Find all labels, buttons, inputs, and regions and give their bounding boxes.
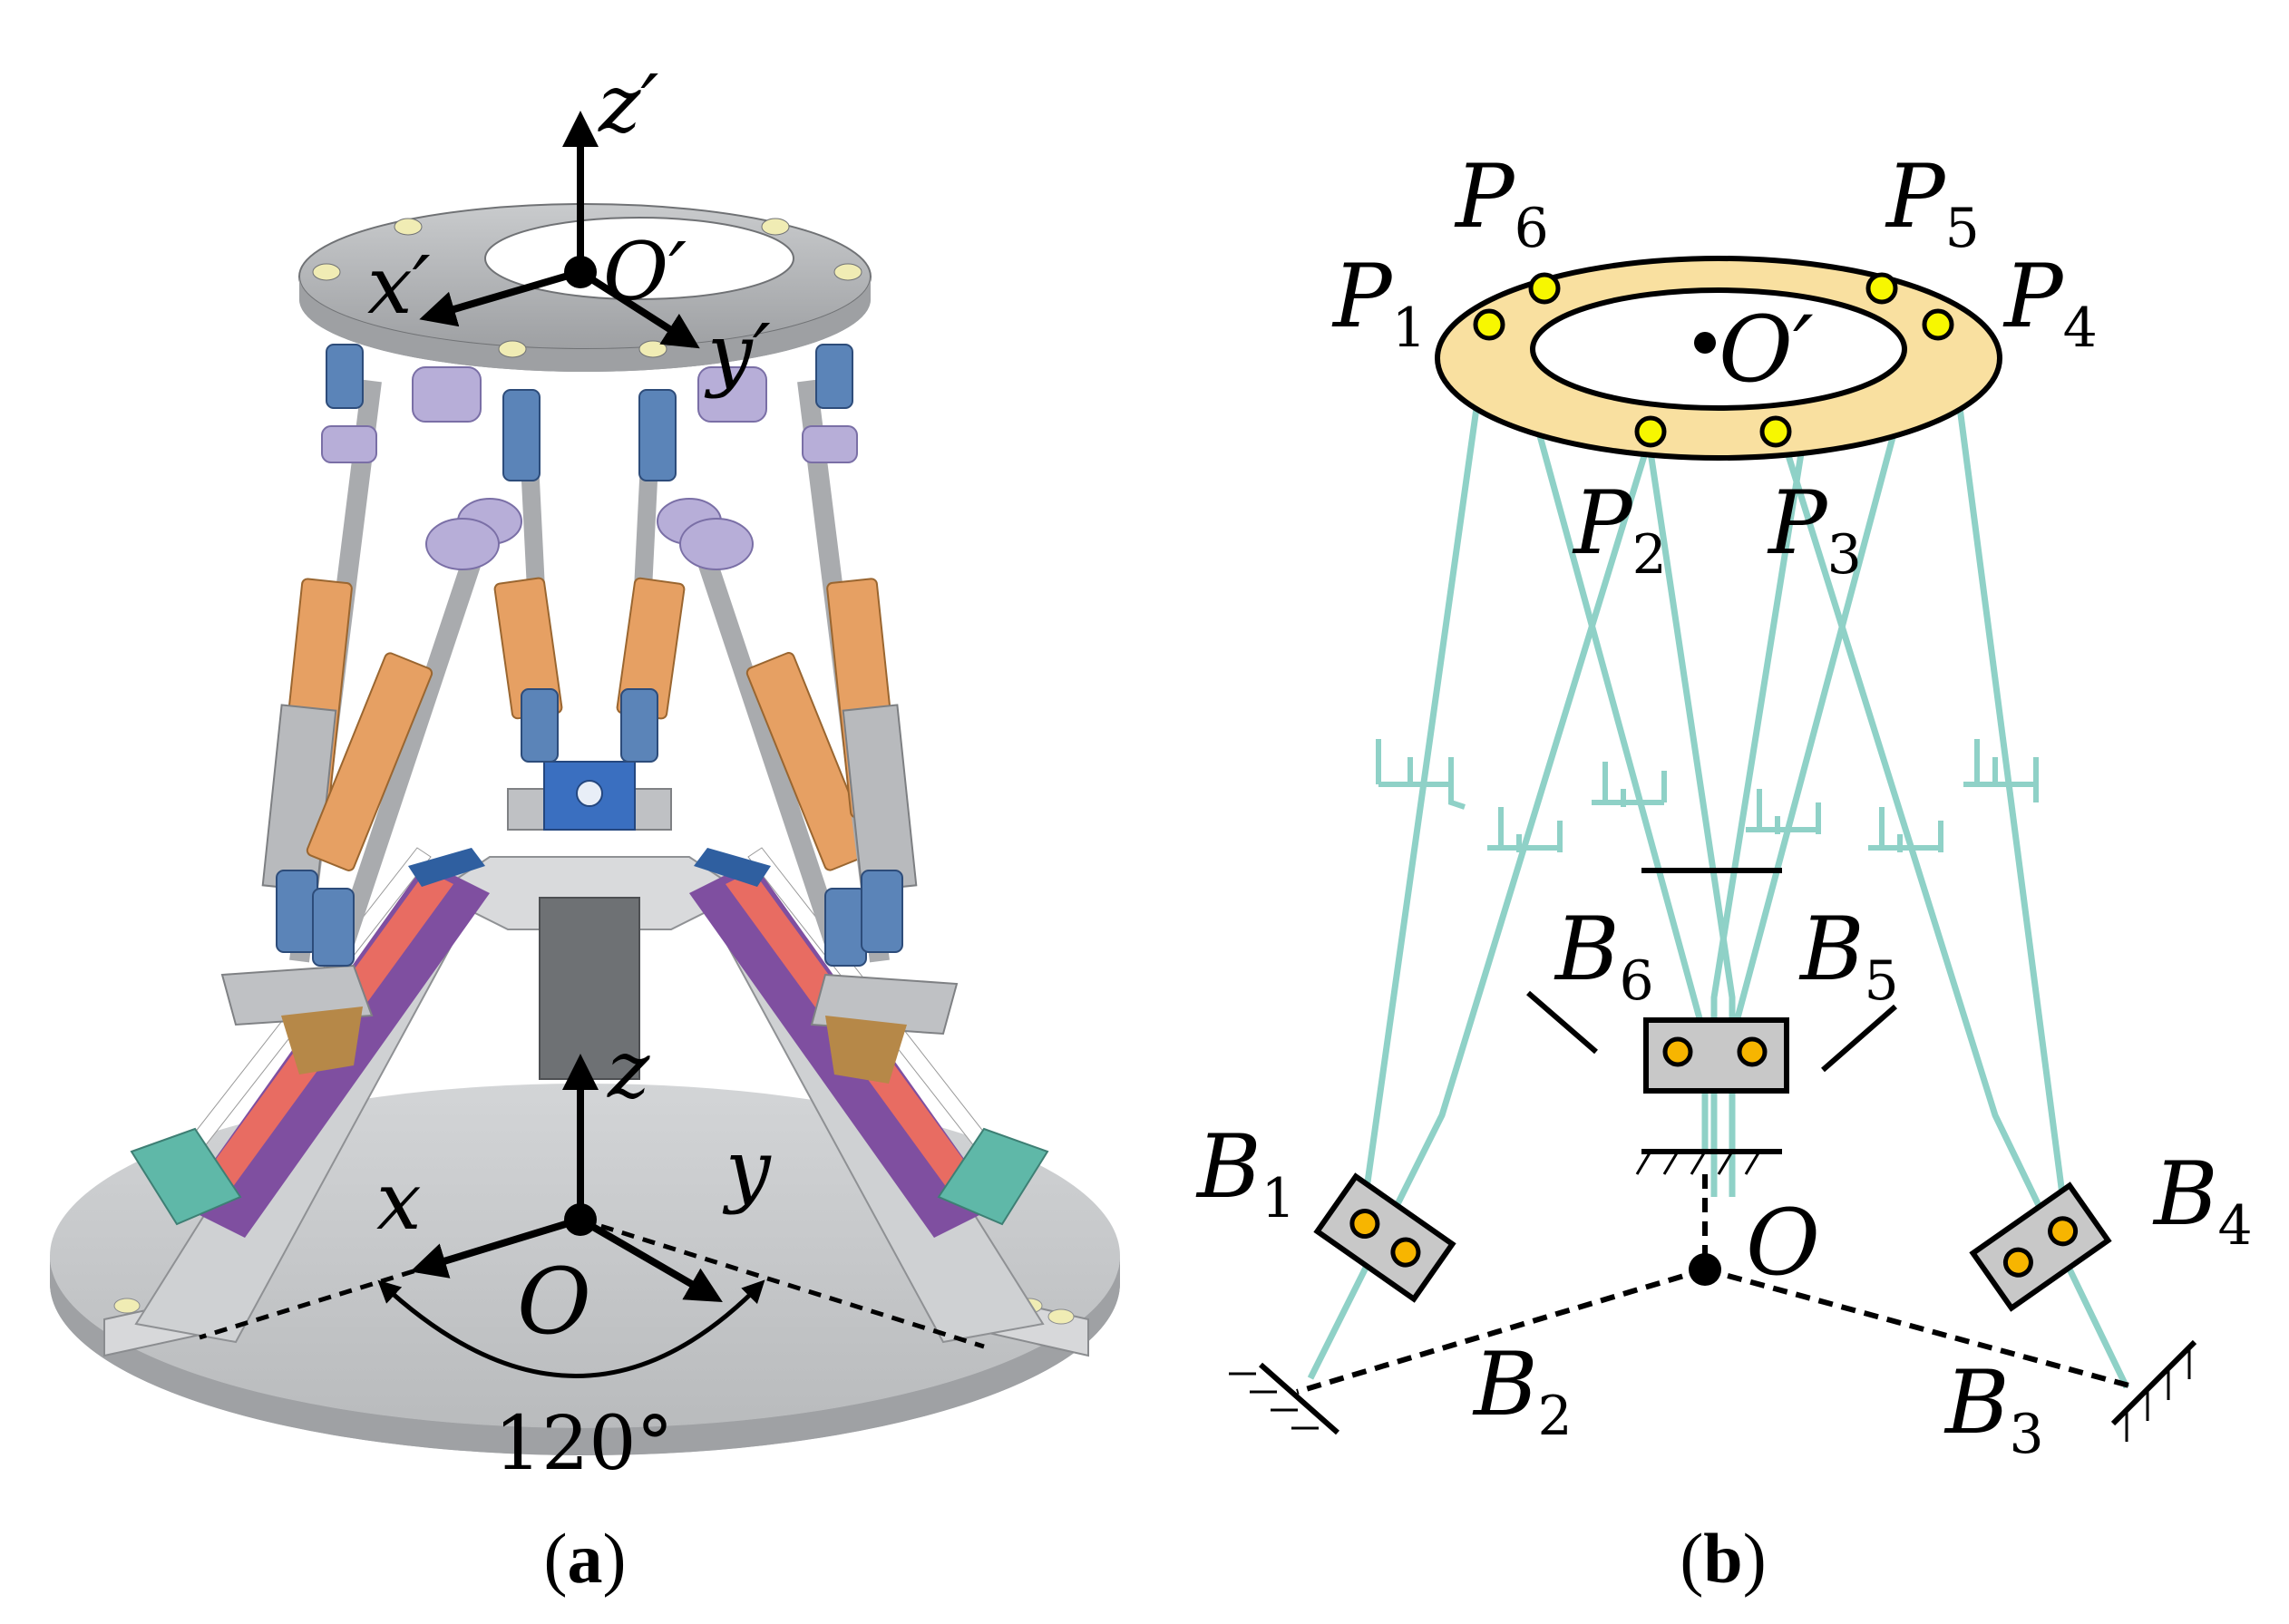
label-x-prime-top: x′ <box>367 238 431 332</box>
label-x-base: x <box>376 1154 422 1248</box>
slider-b1 <box>1313 1172 1456 1303</box>
label-b5: B5 <box>1798 899 1899 1013</box>
label-o-prime: O′ <box>1719 297 1814 403</box>
label-origin-base: O <box>517 1249 591 1355</box>
caption-b: (b) <box>1680 1519 1766 1598</box>
slider-carriage-right <box>810 973 959 1084</box>
label-b1: B1 <box>1195 1116 1296 1230</box>
actuator-legs <box>261 344 918 967</box>
label-y-base: y <box>722 1123 772 1216</box>
slider-carriage-center <box>507 761 672 831</box>
label-z-base: z <box>607 1023 650 1116</box>
label-z-prime-top: z′ <box>598 57 658 151</box>
prismatic-forks <box>1376 739 2039 852</box>
slider-b-center <box>1643 1017 1789 1094</box>
caption-a: (a) <box>544 1519 627 1598</box>
label-b6: B6 <box>1554 899 1654 1013</box>
base-frame-axes <box>410 1054 723 1303</box>
slider-b4 <box>1969 1182 2112 1312</box>
label-p6: P6 <box>1454 146 1549 260</box>
slider-carriage-left <box>220 964 374 1075</box>
label-p4: P4 <box>2002 246 2098 360</box>
label-p3: P3 <box>1767 472 1862 587</box>
panel-b-schematic: P1 P2 P3 P4 P5 P6 O′ B1 B2 B3 B4 B5 B6 O… <box>1195 146 2253 1598</box>
label-b2: B2 <box>1472 1334 1573 1448</box>
schematic-legs <box>1307 330 2130 1389</box>
label-o-base: O <box>1746 1190 1820 1296</box>
label-b4: B4 <box>2152 1143 2253 1258</box>
label-y-prime-top: y′ <box>704 306 771 400</box>
schematic-base-dashes <box>1296 1174 2137 1395</box>
panel-a-render: z′ O′ x′ y′ z x y O 120° (a) <box>50 57 1120 1598</box>
ground-symbols <box>1229 868 2197 1442</box>
label-origin-prime-top: O′ <box>603 225 687 318</box>
label-angle-120: 120° <box>494 1401 674 1487</box>
label-p1: P1 <box>1331 246 1427 360</box>
schematic-platform <box>1435 256 2002 461</box>
label-p5: P5 <box>1885 146 1980 260</box>
platform-frame-axes <box>419 111 700 349</box>
label-b3: B3 <box>1943 1352 2044 1466</box>
label-p2: P2 <box>1572 472 1667 587</box>
